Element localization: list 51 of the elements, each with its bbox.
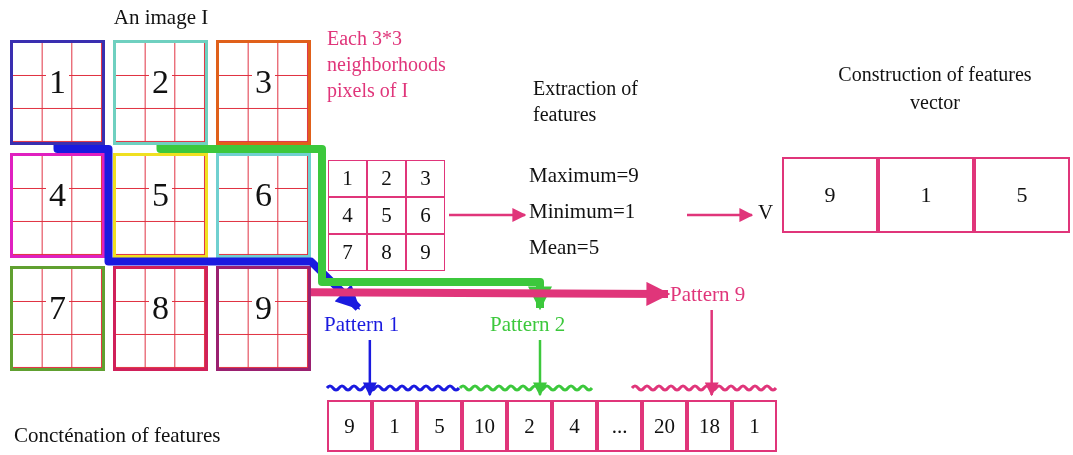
pattern-label: Pattern 2 <box>490 312 566 337</box>
image-block <box>216 40 311 145</box>
vector-cell: 5 <box>417 400 462 452</box>
pixel-cell: 3 <box>406 160 445 197</box>
vector-cell: 18 <box>687 400 732 452</box>
pixel-cell: 7 <box>328 234 367 271</box>
section-heading: Extraction of features <box>533 76 638 127</box>
vector-cell: 4 <box>552 400 597 452</box>
image-block <box>216 153 311 258</box>
pixel-cell: 2 <box>367 160 406 197</box>
pixel-cell: 8 <box>367 234 406 271</box>
image-block <box>10 40 105 145</box>
pixel-cell: 5 <box>367 197 406 234</box>
pixel-cell: 4 <box>328 197 367 234</box>
image-block <box>113 153 208 258</box>
pixel-cell: 9 <box>406 234 445 271</box>
vector-cell: 20 <box>642 400 687 452</box>
arrow <box>156 143 552 311</box>
arrow <box>53 144 362 311</box>
arrow <box>449 208 527 222</box>
arrow <box>533 340 547 397</box>
section-heading: Construction of features vector <box>837 62 1033 115</box>
vector-cell: ... <box>597 400 642 452</box>
vector-cell: 2 <box>507 400 552 452</box>
image-block <box>216 266 311 371</box>
arrow <box>687 208 754 223</box>
pixel-cell: 6 <box>406 197 445 234</box>
vector-label: V <box>758 200 774 225</box>
arrow <box>362 340 377 397</box>
pattern-label: Pattern 1 <box>324 312 400 337</box>
pixel-cell: 1 <box>328 160 367 197</box>
image-title: An image I <box>112 5 210 30</box>
feature-value: Minimum=1 <box>529 199 636 224</box>
vector-cell: 9 <box>782 157 878 233</box>
vector-cell: 1 <box>878 157 974 233</box>
image-block <box>10 153 105 258</box>
feature-value: Mean=5 <box>529 235 600 260</box>
image-block <box>10 266 105 371</box>
vector-cell: 9 <box>327 400 372 452</box>
vector-cell: 1 <box>372 400 417 452</box>
image-block <box>113 266 208 371</box>
section-heading: Concténation of features <box>14 423 221 448</box>
vector-cell: 1 <box>732 400 777 452</box>
vector-cell: 10 <box>462 400 507 452</box>
vector-cell: 5 <box>974 157 1070 233</box>
arrow <box>704 310 719 397</box>
image-block <box>113 40 208 145</box>
pattern-label: Pattern 9 <box>670 282 746 307</box>
feature-value: Maximum=9 <box>529 163 639 188</box>
section-heading: Each 3*3 neighborhoods pixels of I <box>327 26 447 103</box>
arrow <box>310 281 671 306</box>
